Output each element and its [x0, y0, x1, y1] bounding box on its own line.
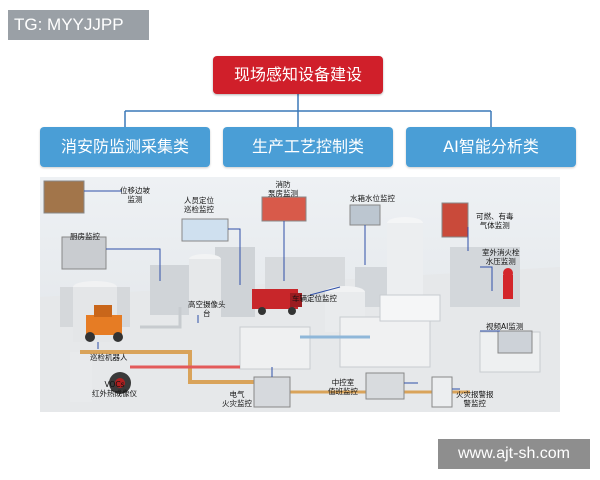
- root-node: 现场感知设备建设: [213, 56, 383, 94]
- label-electrical-fire: 电气火灾监控: [222, 390, 252, 408]
- label-control-room: 中控室值班监控: [328, 378, 358, 396]
- category-safety-monitoring: 消安防监测采集类: [40, 127, 210, 167]
- label-inspection-robot: 巡检机器人: [90, 353, 128, 362]
- label-personnel-positioning: 人员定位巡检监控: [184, 196, 214, 214]
- watermark-bottom: www.ajt-sh.com: [438, 439, 590, 469]
- label-fire-alarm: 火灾报警报警监控: [456, 390, 494, 408]
- label-pump-room: 消防泵房监测: [268, 180, 298, 198]
- label-water-tank: 水箱水位监控: [350, 194, 395, 203]
- label-video-ai: 视频AI监测: [486, 322, 524, 331]
- label-hydrant-pressure: 室外消火栓水压监测: [482, 248, 520, 266]
- label-high-altitude-camera: 高空摄像头台: [188, 300, 226, 318]
- category-process-control: 生产工艺控制类: [223, 127, 393, 167]
- label-gas-monitoring: 可燃、有毒气体监测: [476, 212, 514, 230]
- label-kitchen: 厨房监控: [70, 232, 100, 241]
- category-ai-analysis: AI智能分析类: [406, 127, 576, 167]
- label-slope-monitoring: 位移边坡监测: [120, 186, 150, 204]
- plant-scene-illustration: [40, 177, 560, 412]
- label-vehicle-positioning: 车辆定位监控: [292, 294, 337, 303]
- watermark-top: TG: MYYJJPP: [8, 10, 149, 40]
